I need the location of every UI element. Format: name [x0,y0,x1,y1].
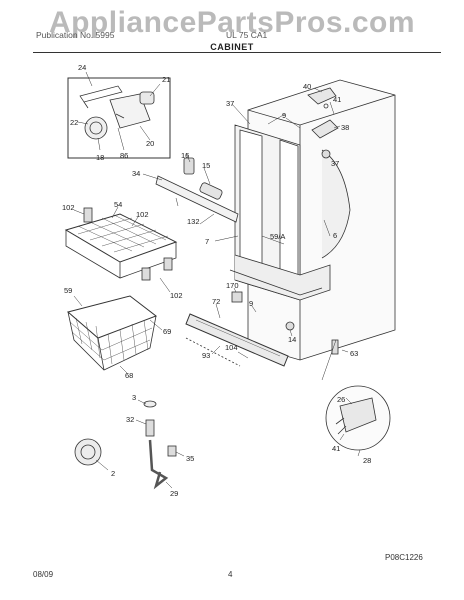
callout: 9 [249,299,253,308]
header-divider [33,52,441,53]
callout: 68 [125,371,133,380]
callout: 16 [181,151,189,160]
callout: 18 [96,153,104,162]
callout: 102 [136,210,149,219]
hinge-leaders [313,87,341,129]
callout-labels: 24 21 22 18 86 20 16 15 34 102 54 102 13… [62,63,371,498]
wire-shelf [64,207,178,281]
drain-assembly [74,400,177,490]
callout: 15 [202,161,210,170]
model-number: UL 75 CA1 [226,30,268,40]
callout: 59/A [270,232,285,241]
callout: 3 [132,393,136,402]
callout: 24 [78,63,86,72]
cabinet-body [229,79,396,361]
callout: 40 [303,82,311,91]
callout: 170 [226,281,239,290]
watermark: AppliancePartsPros.com [48,6,416,39]
inset-leaders [77,71,161,151]
callout: 93 [202,351,210,360]
callout: 102 [62,203,75,212]
shelf-leaders [73,206,171,293]
callout: 86 [120,151,128,160]
callout: 21 [162,75,170,84]
callout: 37 [331,159,339,168]
callout: 41 [332,444,340,453]
callout: 59 [64,286,72,295]
callout: 104 [225,343,238,352]
callout: 14 [288,335,296,344]
callout: 132 [187,217,200,226]
callout: 38 [341,123,349,132]
callout: 2 [111,469,115,478]
inset-light-assembly [67,77,171,159]
figure-code: P08C1226 [385,553,423,562]
rail-assembly [155,157,239,223]
callout: 32 [126,415,134,424]
drain-leaders [95,399,185,489]
callout: 26 [337,395,345,404]
callout: 7 [205,237,209,246]
callout: 20 [146,139,154,148]
kickplate [185,291,295,367]
callout: 102 [170,291,183,300]
callout: 28 [363,456,371,465]
leveling-leg [331,339,349,355]
callout: 69 [163,327,171,336]
callout: 9 [282,111,286,120]
footer-date: 08/09 [33,570,54,579]
callout: 22 [70,118,78,127]
hinge-detail [321,339,391,457]
callout: 41 [333,95,341,104]
hinge-parts [307,87,339,139]
section-title: CABINET [210,42,254,52]
cabinet-leaders [214,103,331,245]
publication-number: Publication No. 5995 [36,30,115,40]
basket-leaders [73,295,163,375]
rail-leaders [142,152,215,225]
page-number: 4 [228,570,233,579]
callout: 72 [212,297,220,306]
callout: 34 [132,169,140,178]
callout: 35 [186,454,194,463]
callout: 29 [170,489,178,498]
kickplate-leaders [211,287,293,359]
callout: 6 [333,231,337,240]
callout: 37 [226,99,234,108]
callout: 54 [114,200,122,209]
callout: 63 [350,349,358,358]
wire-basket [66,295,158,371]
